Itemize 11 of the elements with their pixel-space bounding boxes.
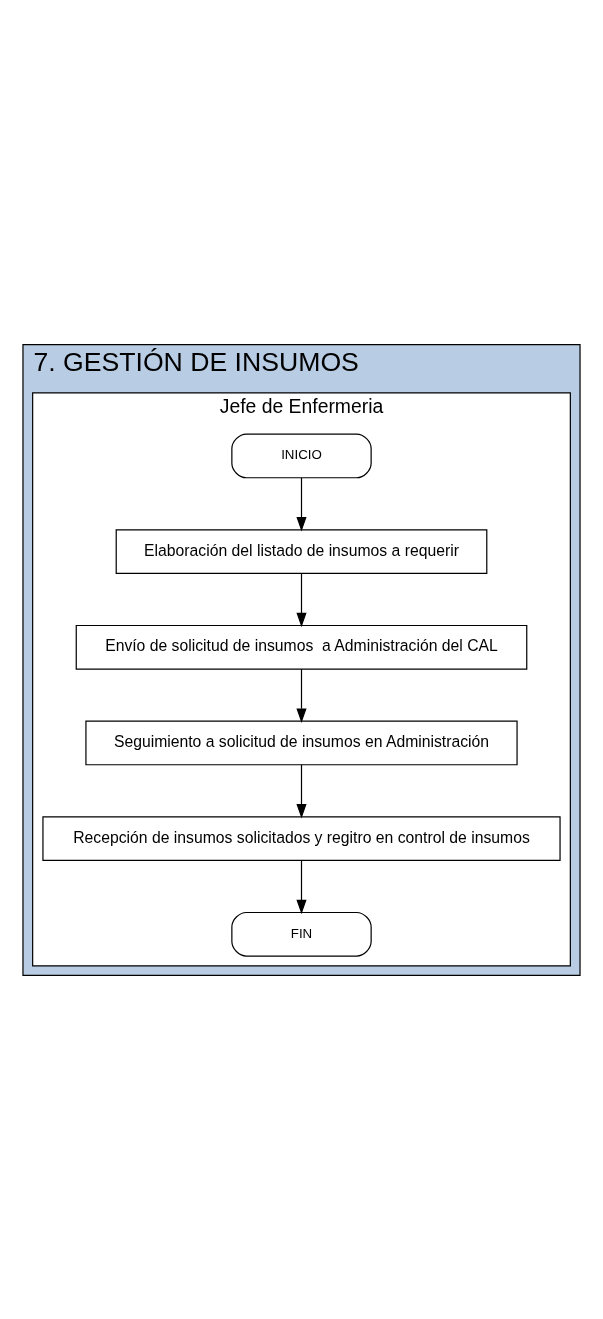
node-box: Elaboración del listado de insumos a requerir <box>115 528 488 574</box>
node-box: FIN <box>231 911 372 957</box>
arrow <box>296 668 307 723</box>
node-box: Envío de solicitud de insumos a Administración del CAL <box>75 624 528 670</box>
node-box: Recepción de insumos solicitados y regitro en control de insumos <box>42 815 561 861</box>
arrow <box>296 859 307 914</box>
arrow <box>296 763 307 819</box>
node-box: INICIO <box>231 433 372 478</box>
node-box: Seguimiento a solicitud de insumos en Administración <box>85 720 518 765</box>
arrow <box>296 476 307 532</box>
arrow <box>296 572 307 627</box>
